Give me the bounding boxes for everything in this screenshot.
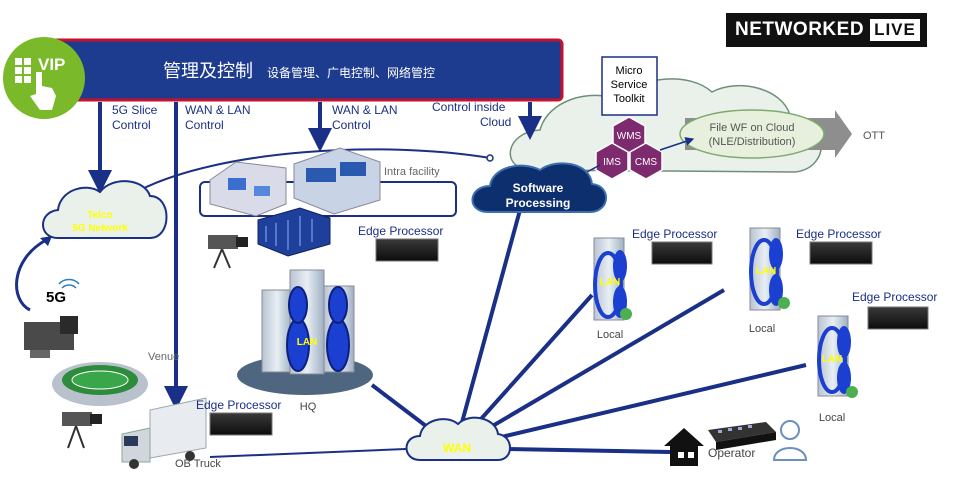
telco-cloud [42,180,168,239]
telco-line2: 5G Network [72,223,128,234]
vip-badge: VIP [3,37,85,119]
control-room-icon [293,147,381,215]
link-wan-local2 [453,288,726,450]
camera-icon [208,235,248,269]
edge-label-local1: Edge Processor [632,227,717,241]
label-wan-lan-mid-1: WAN & LAN [332,103,398,117]
mixer-console-icon [708,422,776,450]
label-5g-slice-1: 5G Slice [112,103,158,117]
edge-label-facility: Edge Processor [358,224,443,238]
ott-label: OTT [863,130,885,142]
telco-line1: Telco [87,210,112,221]
server-rack-icon [257,207,331,257]
software-line1: Software [513,181,564,195]
micro-line2: Service [611,79,648,91]
hex-ims: IMS [603,157,621,168]
edge-processor-local3 [867,306,929,330]
home-icon [664,428,704,466]
micro-line3: Toolkit [613,93,644,105]
ob-truck-icon [121,397,207,469]
signal-icon [58,278,80,289]
camera-icon [24,316,78,358]
label-wan-lan-left-1: WAN & LAN [185,103,251,117]
header-title: 管理及控制 [163,61,253,81]
hex-cluster: WMS IMS CMS [595,116,663,180]
wan-cloud [405,416,511,461]
local-label-3: Local [819,412,845,424]
user-icon [772,420,808,461]
vip-label: VIP [38,55,65,74]
hex-cms: CMS [635,157,658,168]
local-label-2: Local [749,323,775,335]
brand-badge: LIVE [870,19,920,41]
brand-logo: NETWORKED LIVE [726,13,927,47]
label-wan-lan-mid-2: Control [332,118,371,132]
lan-label-local3: LAN [822,354,843,365]
software-line2: Processing [506,196,571,210]
lan-label-local2: LAN [756,266,777,277]
stadium-icon [52,362,148,406]
operator-label: Operator [708,446,755,460]
hq-building-icon [237,269,373,395]
micro-line1: Micro [616,65,643,77]
wan-label: WAN [443,441,471,455]
software-processing-cloud [471,162,607,213]
edge-processor-facility [375,238,439,262]
local-building-icon [817,315,858,398]
lan-label-hq: LAN [297,337,318,348]
edge-label-local2: Edge Processor [796,227,881,241]
brand-name: NETWORKED [735,19,865,40]
link-wan-cloud [453,209,522,449]
lan-label-local1: LAN [600,277,621,288]
label-control-cloud-2: Cloud [480,115,511,129]
local-label-1: Local [597,329,623,341]
label-5g-slice-2: Control [112,118,151,132]
header-subtitle: 设备管理、广电控制、网络管控 [267,65,435,80]
link-wan-local3 [454,363,807,450]
local-building-icon [593,237,632,321]
venue-label: Venue [148,351,179,363]
label-control-cloud-1: Control inside [432,100,506,114]
camera-icon [62,412,102,449]
file-wf-line1: File WF on Cloud [710,122,795,134]
five-g-label: 5G [46,289,66,306]
ob-truck-label: OB Truck [175,458,221,470]
edge-label-venue: Edge Processor [196,398,281,412]
label-wan-lan-left-2: Control [185,118,224,132]
studio-icon [209,161,287,217]
edge-label-local3: Edge Processor [852,290,937,304]
file-wf-line2: (NLE/Distribution) [709,136,796,148]
edge-processor-venue [209,412,273,436]
hex-wms: WMS [617,131,642,142]
local-building-icon [749,227,790,311]
hq-label: HQ [300,401,317,413]
edge-processor-local2 [809,241,873,265]
edge-processor-local1 [651,241,713,265]
micro-service-box [601,56,658,116]
file-wf-oval [679,109,825,159]
link-truck-wan [209,447,431,458]
intra-facility-label: Intra facility [384,166,440,178]
